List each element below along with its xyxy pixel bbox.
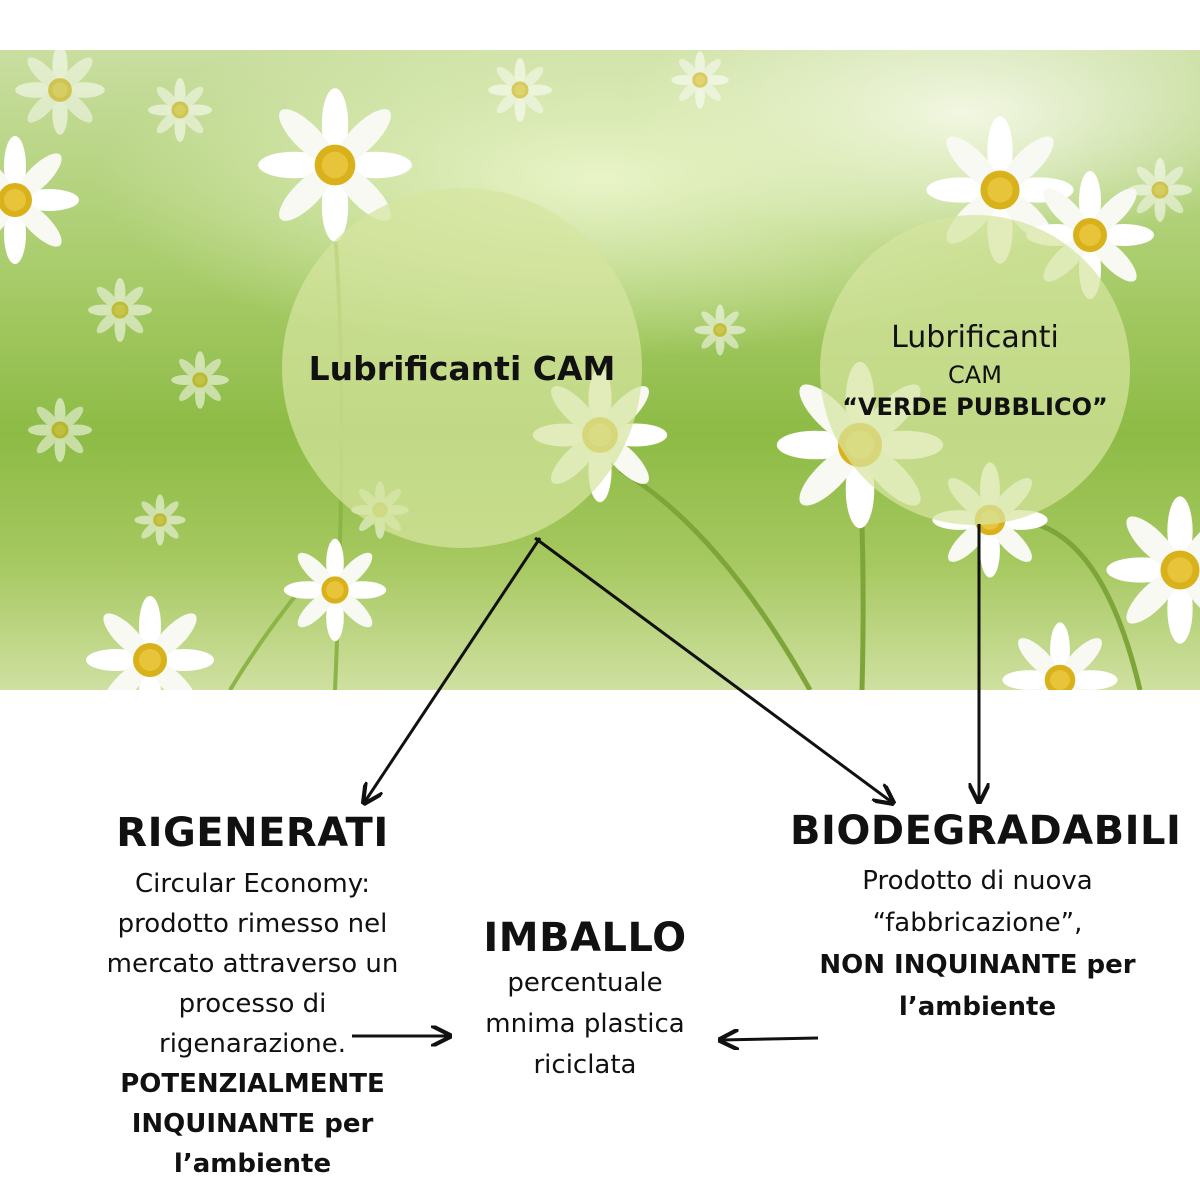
daisy-field-photo: Lubrificanti CAM Lubrificanti CAM “VERDE… — [0, 50, 1200, 690]
biodegradabili-bold-line: NON INQUINANTE per — [819, 950, 1136, 980]
rigenerati-line: processo di — [178, 989, 327, 1019]
arrow-biodegradabili-to-imballo — [720, 1038, 819, 1040]
verde-pubblico-line1: Lubrificanti — [891, 319, 1059, 355]
rigenerati-block: RIGENERATI Circular Economy: prodotto ri… — [55, 810, 450, 1184]
biodegradabili-bold-line: l’ambiente — [898, 992, 1057, 1022]
lubrificanti-cam-label: Lubrificanti CAM — [308, 348, 616, 388]
biodegradabili-line: Prodotto di nuova — [862, 866, 1093, 896]
rigenerati-line: Circular Economy: — [135, 869, 370, 899]
imballo-line: riciclata — [533, 1050, 637, 1080]
rigenerati-bold-line: POTENZIALMENTE — [120, 1069, 385, 1099]
lubrificanti-cam-bubble: Lubrificanti CAM — [282, 188, 642, 548]
rigenerati-line: rigenarazione. — [159, 1029, 346, 1059]
verde-pubblico-bubble: Lubrificanti CAM “VERDE PUBBLICO” — [820, 215, 1130, 525]
imballo-heading: IMBALLO — [483, 915, 687, 961]
biodegradabili-heading: BIODEGRADABILI — [790, 808, 1182, 854]
rigenerati-bold-line: l’ambiente — [173, 1149, 332, 1179]
verde-pubblico-line2: CAM — [948, 360, 1002, 389]
verde-pubblico-line3: “VERDE PUBBLICO” — [842, 392, 1108, 421]
imballo-line: percentuale — [507, 968, 663, 998]
biodegradabili-block: BIODEGRADABILI Prodotto di nuova “fabbri… — [790, 808, 1182, 1028]
biodegradabili-line: “fabbricazione”, — [872, 908, 1083, 938]
rigenerati-heading: RIGENERATI — [116, 810, 389, 856]
rigenerati-line: mercato attraverso un — [106, 949, 399, 979]
rigenerati-line: prodotto rimesso nel — [117, 909, 388, 939]
rigenerati-bold-line: INQUINANTE per — [131, 1109, 374, 1139]
imballo-line: mnima plastica — [485, 1009, 685, 1039]
imballo-block: IMBALLO percentuale mnima plastica ricic… — [460, 915, 710, 1086]
